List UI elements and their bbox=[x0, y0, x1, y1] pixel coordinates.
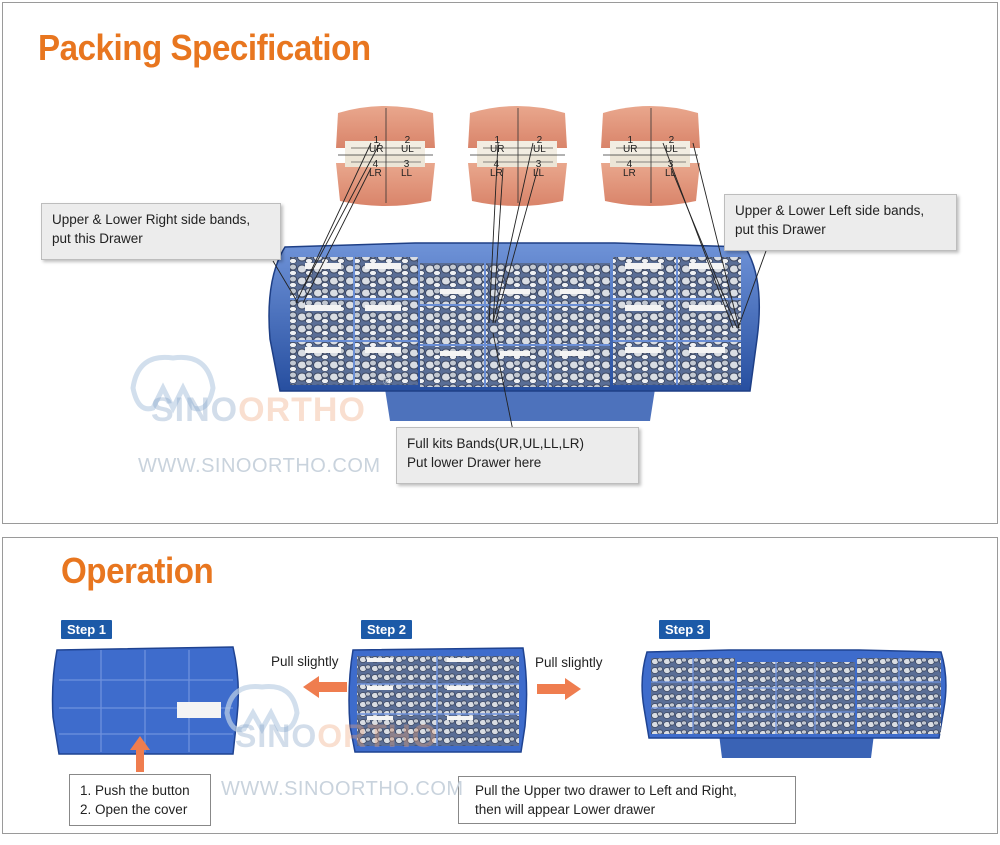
step1-line1: 1. Push the button bbox=[80, 783, 190, 798]
up-arrow-icon bbox=[130, 736, 150, 772]
operation-title: Operation bbox=[61, 550, 214, 591]
step2-badge: Step 2 bbox=[361, 620, 413, 639]
instruction-line2: then will appear Lower drawer bbox=[475, 802, 656, 817]
open-case-image bbox=[641, 649, 947, 758]
watermark-logo-2: SINOORTHO bbox=[235, 718, 438, 754]
watermark-url-2: WWW.SINOORTHO.COM bbox=[221, 778, 464, 800]
callout-right-line1: Upper & Lower Right side bands, bbox=[52, 212, 251, 227]
pull-right-label: Pull slightly bbox=[535, 655, 603, 670]
closed-case-image bbox=[51, 646, 240, 755]
pull-left-label: Pull slightly bbox=[271, 654, 339, 669]
connector-lines bbox=[272, 142, 767, 432]
step1-badge: Step 1 bbox=[61, 620, 113, 639]
step1-line2: 2. Open the cover bbox=[80, 802, 188, 817]
callout-left-side-bands: Upper & Lower Left side bands, put this … bbox=[724, 194, 957, 251]
callout-full-line1: Full kits Bands(UR,UL,LL,LR) bbox=[407, 436, 585, 451]
band-storage-case bbox=[268, 242, 761, 421]
typodont-model-right bbox=[336, 106, 435, 206]
watermark-url: WWW.SINOORTHO.COM bbox=[138, 455, 381, 477]
callout-right-side-bands: Upper & Lower Right side bands, put this… bbox=[41, 203, 281, 260]
callout-left-line2: put this Drawer bbox=[735, 222, 826, 237]
instruction-line1: Pull the Upper two drawer to Left and Ri… bbox=[475, 783, 737, 798]
registered-mark: ® bbox=[383, 376, 392, 388]
step1-instructions: 1. Push the button 2. Open the cover bbox=[69, 774, 211, 826]
callout-full-kits: Full kits Bands(UR,UL,LL,LR) Put lower D… bbox=[396, 427, 639, 484]
tooth-watermark-icon-2 bbox=[224, 684, 300, 735]
tooth-watermark-icon bbox=[130, 354, 216, 414]
callout-full-line2: Put lower Drawer here bbox=[407, 455, 542, 470]
typodont-model-left bbox=[601, 106, 700, 206]
operation-panel: Operation Step 1 1. Push the button 2. O… bbox=[2, 537, 998, 834]
left-arrow-icon bbox=[303, 676, 347, 698]
step3-badge: Step 3 bbox=[659, 620, 711, 639]
step3-instructions: Pull the Upper two drawer to Left and Ri… bbox=[458, 776, 796, 824]
right-arrow-icon bbox=[537, 678, 581, 700]
typodont-model-center bbox=[468, 106, 567, 206]
callout-left-line1: Upper & Lower Left side bands, bbox=[735, 203, 925, 218]
case-drawers-image bbox=[348, 647, 528, 753]
watermark-logo: SINOORTHO bbox=[151, 391, 366, 429]
packing-specification-title: Packing Specification bbox=[38, 27, 371, 68]
callout-right-line2: put this Drawer bbox=[52, 231, 143, 246]
